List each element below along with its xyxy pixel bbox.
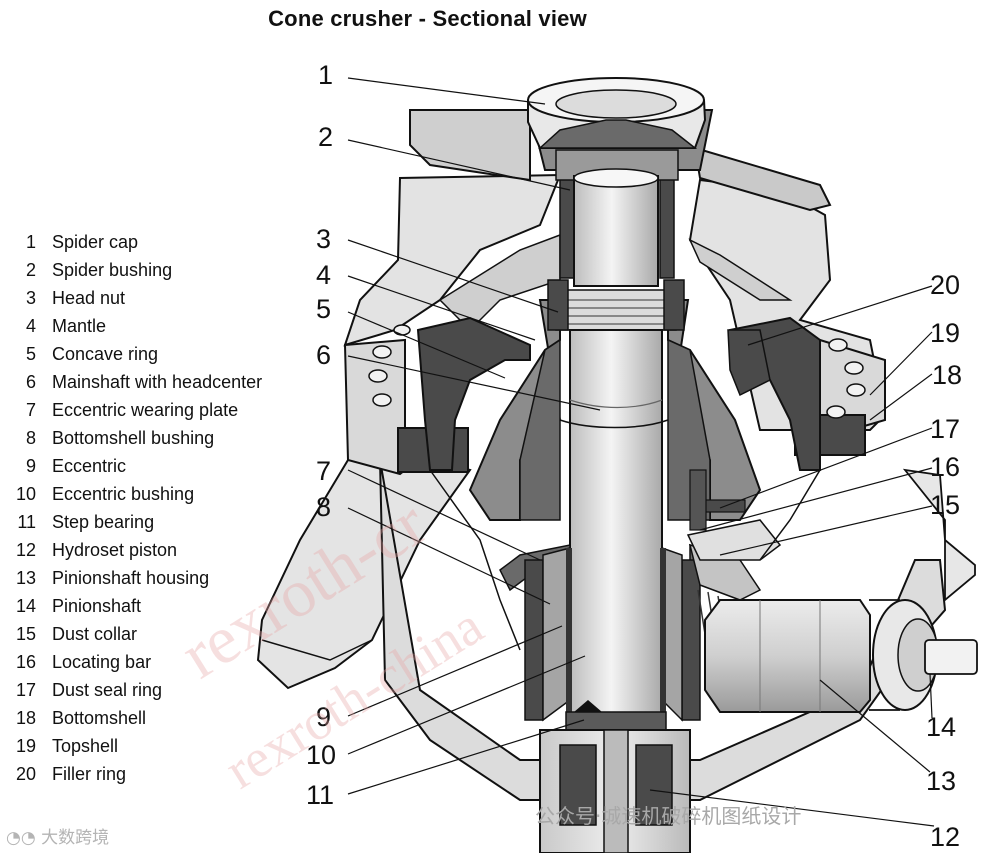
callout-8: 8: [316, 492, 331, 522]
legend-part-name: Dust seal ring: [52, 680, 163, 700]
legend-number: 7: [25, 400, 36, 420]
callout-10: 10: [306, 740, 336, 770]
legend-part-name: Topshell: [52, 736, 119, 756]
legend-part-name: Spider cap: [52, 232, 139, 252]
legend-number: 12: [15, 540, 36, 560]
legend-number: 11: [17, 512, 36, 532]
step-bearing: [565, 700, 667, 731]
legend-number: 1: [25, 232, 36, 252]
legend-number: 18: [15, 708, 36, 728]
legend-part-name: Hydroset piston: [52, 540, 178, 560]
brand-logo-icon: ◔◔: [6, 828, 36, 848]
legend-number: 19: [15, 736, 36, 756]
legend-number: 16: [15, 652, 36, 672]
callout-9: 9: [316, 702, 331, 732]
legend-part-name: Head nut: [52, 288, 126, 308]
bottomshell-bushing: [524, 559, 701, 721]
callout-4: 4: [316, 260, 331, 290]
legend-part-name: Eccentric bushing: [52, 484, 195, 504]
callout-20: 20: [930, 270, 960, 300]
legend-part-name: Spider bushing: [52, 260, 173, 280]
legend-number: 9: [25, 456, 36, 476]
legend-part-name: Bottomshell bushing: [52, 428, 215, 448]
callout-15: 15: [930, 490, 960, 520]
legend-part-name: Mainshaft with headcenter: [52, 372, 263, 392]
mainshaft: [569, 168, 663, 731]
legend-part-name: Bottomshell: [52, 708, 147, 728]
pinionshaft: [869, 599, 978, 711]
legend-number: 10: [15, 484, 36, 504]
legend-number: 2: [25, 260, 36, 280]
callout-5: 5: [316, 294, 331, 324]
callout-leaders: [347, 77, 935, 827]
legend-part-name: Mantle: [52, 316, 107, 336]
legend-part-name: Eccentric: [52, 456, 127, 476]
legend-number: 14: [15, 596, 36, 616]
callout-12: 12: [930, 822, 960, 852]
legend-part-name: Locating bar: [52, 652, 152, 672]
callout-19: 19: [930, 318, 960, 348]
watermark-brand: ◔◔ 大数跨境: [6, 823, 109, 848]
legend-number: 17: [15, 680, 36, 700]
watermark-chinese: 公众号·城速机破碎机图纸设计: [535, 804, 802, 828]
flange-ring: [343, 338, 886, 476]
callout-3: 3: [316, 224, 331, 254]
callout-1: 1: [318, 60, 333, 90]
legend-part-name: Pinionshaft: [52, 596, 142, 616]
spider-cap: [527, 77, 707, 149]
eccentric-bushing: [566, 548, 666, 718]
legend-number: 6: [25, 372, 36, 392]
legend-part-name: Dust collar: [52, 624, 138, 644]
pinionshaft-housing: [704, 599, 871, 713]
legend-number: 8: [25, 428, 36, 448]
legend-part-name: Step bearing: [52, 512, 155, 532]
diagram-title: Cone crusher - Sectional view: [268, 6, 587, 31]
legend-number: 4: [25, 316, 36, 336]
callout-7: 7: [316, 456, 331, 486]
shell-contour-lines: [429, 419, 821, 651]
legend-number: 5: [25, 344, 36, 364]
hydroset-piston: [539, 729, 691, 853]
brand-label: 大数跨境: [41, 828, 110, 848]
callout-11: 11: [306, 780, 334, 810]
callout-18: 18: [932, 360, 962, 390]
callout-16: 16: [930, 452, 960, 482]
legend-number: 3: [25, 288, 36, 308]
flange-bolts: [368, 324, 866, 419]
callout-13: 13: [926, 766, 956, 796]
filler-ring: [727, 329, 771, 397]
legend-number: 20: [15, 764, 36, 784]
legend-part-name: Eccentric wearing plate: [52, 400, 239, 420]
legend-number: 13: [15, 568, 36, 588]
callout-17: 17: [930, 414, 960, 444]
head-nut: [547, 279, 685, 331]
callout-6: 6: [316, 340, 331, 370]
legend-part-name: Concave ring: [52, 344, 159, 364]
dust-seal-ring: [689, 469, 707, 531]
dust-collar: [686, 519, 782, 561]
callout-14: 14: [926, 712, 956, 742]
legend-part-name: Pinionshaft housing: [52, 568, 210, 588]
callout-2: 2: [318, 122, 333, 152]
legend-number: 15: [15, 624, 36, 644]
callout-numbers: 1 2 3 4 5 6 7 8 9 10 11 12 13 14 15 16 1…: [306, 60, 962, 852]
legend-part-name: Filler ring: [52, 764, 127, 784]
eccentric: [542, 546, 683, 722]
